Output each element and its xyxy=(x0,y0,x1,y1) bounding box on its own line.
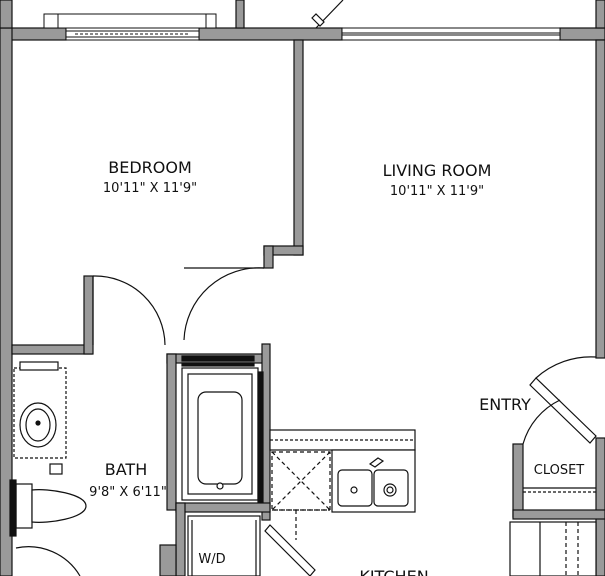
washer-dryer xyxy=(187,515,261,576)
wd-left-wall xyxy=(175,502,186,576)
bedroom-dimensions: 10'11" X 11'9" xyxy=(103,181,197,196)
bed-living-wall xyxy=(293,39,304,256)
bath-name: BATH xyxy=(105,460,147,479)
closet-door-arc xyxy=(522,399,561,445)
toilet-bowl xyxy=(31,489,87,523)
bath-bottom-stub xyxy=(159,544,177,576)
bath-dimensions: 9'8" X 6'11" xyxy=(89,485,167,500)
closet-left-wall xyxy=(512,443,524,518)
right-wall-top xyxy=(595,39,605,359)
faucet xyxy=(368,457,385,468)
toilet-tank xyxy=(15,483,33,529)
bedroom-name: BEDROOM xyxy=(108,158,192,177)
room-labels: BEDROOM 10'11" X 11'9" LIVING ROOM 10'11… xyxy=(89,158,584,576)
living-room-dimensions: 10'11" X 11'9" xyxy=(390,184,484,199)
top-stub-left xyxy=(0,0,13,29)
pantry xyxy=(509,521,597,576)
bath-wd-wall xyxy=(175,502,271,513)
bed-door-post xyxy=(83,275,94,355)
living-room-name: LIVING ROOM xyxy=(383,161,492,180)
top-wall-right xyxy=(559,27,605,41)
wd-name: W/D xyxy=(198,552,225,567)
top-wall-mid xyxy=(198,27,343,41)
door-jog-post xyxy=(263,245,274,269)
vanity-top xyxy=(19,361,59,371)
closet-bottom-wall xyxy=(512,509,605,520)
bath-left-dark xyxy=(9,479,17,537)
dishwasher xyxy=(271,451,331,511)
right-wall-bottom xyxy=(595,437,605,576)
living-door-arc xyxy=(183,267,265,341)
entry-door-arc xyxy=(535,356,597,379)
top-stub-right xyxy=(595,0,605,29)
closet-name: CLOSET xyxy=(534,463,585,478)
wd-door-swing xyxy=(264,524,316,576)
bedroom-window-sill xyxy=(43,13,217,29)
living-window xyxy=(341,27,561,41)
tub-left-wall xyxy=(166,353,177,511)
kitchen-name: KITCHEN xyxy=(359,567,428,576)
tub-right-dark xyxy=(257,371,264,503)
tub-top-dark2 xyxy=(181,362,255,367)
entry-name: ENTRY xyxy=(479,395,531,414)
doors xyxy=(92,0,597,576)
fixtures xyxy=(9,355,597,576)
bedroom-door-arc xyxy=(92,275,166,346)
top-stub-mid xyxy=(235,0,245,29)
bed-bath-wall xyxy=(11,344,93,355)
windows xyxy=(43,13,561,41)
tub-top-dark xyxy=(181,355,255,362)
